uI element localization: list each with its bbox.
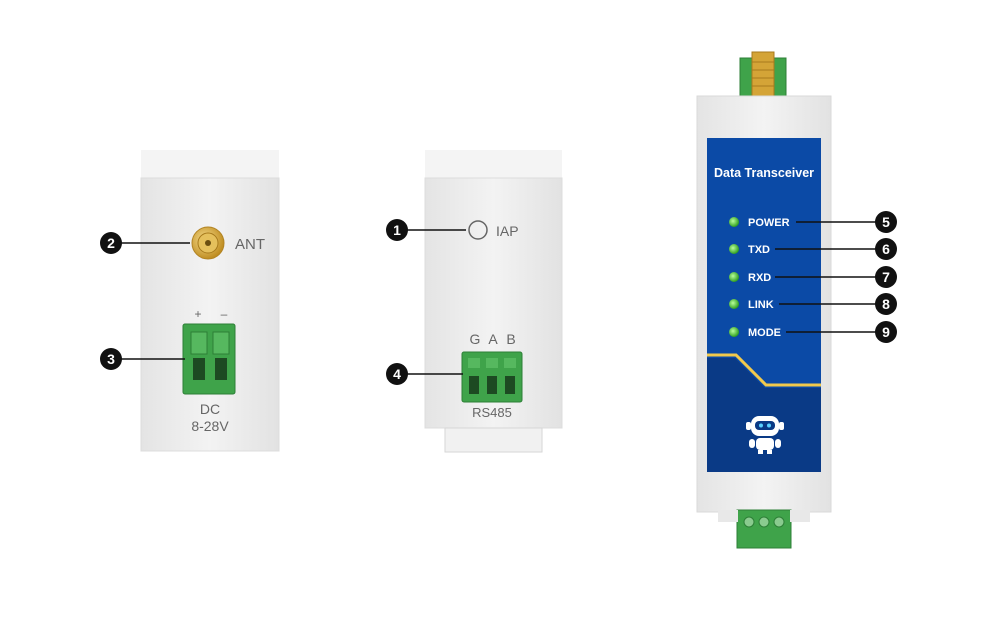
sma-antenna-connector-icon xyxy=(191,226,225,260)
iap-label: IAP xyxy=(496,223,519,239)
bottom-terminal-block-icon xyxy=(736,509,792,549)
callout-5-marker xyxy=(875,211,897,233)
callout-3-number: 3 xyxy=(107,351,115,367)
callout-7-marker xyxy=(875,266,897,288)
right-unit-foot-left xyxy=(718,510,738,522)
indicator-power-label: POWER xyxy=(748,217,790,229)
rxd-led-icon xyxy=(729,272,739,282)
right-unit: Data Transceiver POWER TXD RXD LINK MODE xyxy=(696,51,832,549)
robot-icon xyxy=(746,416,784,454)
left-unit: ANT + – DC 8-28V xyxy=(140,150,280,452)
pin-label-g: G xyxy=(470,331,481,347)
left-unit-top-cap xyxy=(141,150,279,180)
callout-8-marker xyxy=(875,293,897,315)
callout-1-number: 1 xyxy=(393,222,401,238)
terminal-polarity-minus: – xyxy=(221,307,228,321)
terminal-polarity-plus: + xyxy=(194,307,201,321)
callout-8-number: 8 xyxy=(882,296,890,312)
callout-6-number: 6 xyxy=(882,241,890,257)
indicator-txd-label: TXD xyxy=(748,244,770,256)
right-unit-foot-right xyxy=(790,510,810,522)
callout-9-number: 9 xyxy=(882,324,890,340)
power-label-dc: DC xyxy=(200,401,220,417)
middle-unit-clip xyxy=(444,427,543,453)
middle-unit-top-cap xyxy=(425,150,562,180)
iap-button-icon xyxy=(468,220,488,240)
rs485-terminal-block-icon xyxy=(461,351,523,403)
pin-label-b: B xyxy=(506,331,515,347)
callouts: 1 2 3 4 5 6 7 8 9 xyxy=(100,211,897,385)
callout-3-marker xyxy=(100,348,122,370)
callout-7-number: 7 xyxy=(882,269,890,285)
top-antenna-connector-icon xyxy=(739,51,787,101)
callout-4-marker xyxy=(386,363,408,385)
callout-2-number: 2 xyxy=(107,235,115,251)
indicator-link-label: LINK xyxy=(748,299,774,311)
txd-led-icon xyxy=(729,244,739,254)
power-terminal-block-icon xyxy=(182,323,236,395)
indicator-mode-label: MODE xyxy=(748,327,781,339)
callout-2-marker xyxy=(100,232,122,254)
rs485-label: RS485 xyxy=(472,405,512,420)
callout-5-number: 5 xyxy=(882,214,890,230)
power-led-icon xyxy=(729,217,739,227)
panel-yellow-stripe xyxy=(707,353,821,387)
device-title: Data Transceiver xyxy=(714,166,814,180)
panel-lower-band xyxy=(707,358,821,472)
left-unit-housing xyxy=(140,177,280,452)
mode-led-icon xyxy=(729,327,739,337)
callout-6-marker xyxy=(875,238,897,260)
pin-label-a: A xyxy=(488,331,498,347)
callout-4-number: 4 xyxy=(393,366,401,382)
callout-1-marker xyxy=(386,219,408,241)
middle-unit: IAP G A B RS485 xyxy=(424,150,563,453)
indicator-rxd-label: RXD xyxy=(748,272,771,284)
callout-9-marker xyxy=(875,321,897,343)
antenna-label: ANT xyxy=(235,236,265,253)
power-label-voltage: 8-28V xyxy=(191,418,229,434)
link-led-icon xyxy=(729,299,739,309)
